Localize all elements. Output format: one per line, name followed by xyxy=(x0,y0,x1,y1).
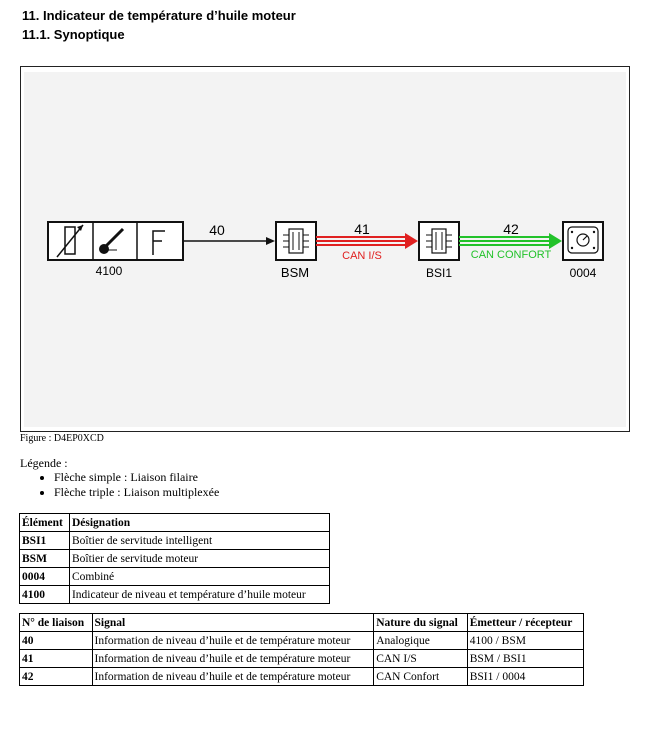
legend-item: Flèche simple : Liaison filaire xyxy=(54,470,219,485)
node-label-bsi1: BSI1 xyxy=(426,266,452,280)
element-designation: Combiné xyxy=(68,567,331,586)
element-code: BSI1 xyxy=(19,531,70,550)
link-signal: Information de niveau d’huile et de temp… xyxy=(91,631,375,650)
column-header: N° de liaison xyxy=(19,613,93,632)
link-number-42: 42 xyxy=(503,221,519,237)
legend-title: Légende : xyxy=(20,456,68,470)
legend-list: Flèche simple : Liaison filaire Flèche t… xyxy=(40,470,219,500)
node-label-4100: 4100 xyxy=(96,264,123,278)
link-signal-41: CAN I/S xyxy=(342,250,382,262)
synoptic-diagram: 4100 40 BSM 41 CAN I/S xyxy=(47,221,604,280)
table-row: 41 Information de niveau d’huile et de t… xyxy=(19,649,585,668)
link-nature: CAN I/S xyxy=(373,649,468,668)
figure-caption: Figure : D4EP0XCD xyxy=(20,433,104,444)
element-designation: Boîtier de servitude intelligent xyxy=(68,531,331,550)
node-bsi1: BSI1 xyxy=(418,221,460,280)
rheostat-icon xyxy=(56,224,84,258)
column-header: Signal xyxy=(91,613,375,632)
links-table: N° de liaison Signal Nature du signal Ém… xyxy=(19,613,585,686)
link-number: 40 xyxy=(19,631,93,650)
column-header: Désignation xyxy=(68,513,331,532)
table-row: 42 Information de niveau d’huile et de t… xyxy=(19,667,585,686)
column-header: Élément xyxy=(19,513,70,532)
link-nature: Analogique xyxy=(373,631,468,650)
link-signal: Information de niveau d’huile et de temp… xyxy=(91,649,375,668)
table-row: BSI1 Boîtier de servitude intelligent xyxy=(19,531,331,550)
table-row: 40 Information de niveau d’huile et de t… xyxy=(19,631,585,650)
link-signal-42: CAN CONFORT xyxy=(471,249,552,261)
link-42: 42 CAN CONFORT xyxy=(459,221,562,261)
subsection-title: 11.1. Synoptique xyxy=(22,27,125,42)
column-header: Émetteur / récepteur xyxy=(466,613,585,632)
link-endpoints: BSI1 / 0004 xyxy=(466,667,585,686)
link-40: 40 xyxy=(183,222,275,245)
element-code: 0004 xyxy=(19,567,70,586)
node-bsm: BSM xyxy=(275,221,317,280)
link-signal: Information de niveau d’huile et de temp… xyxy=(91,667,375,686)
link-endpoints: BSM / BSI1 xyxy=(466,649,585,668)
link-endpoints: 4100 / BSM xyxy=(466,631,585,650)
link-nature: CAN Confort xyxy=(373,667,468,686)
synoptic-figure: 4100 40 BSM 41 CAN I/S xyxy=(20,66,630,432)
element-code: BSM xyxy=(19,549,70,568)
element-designation: Boîtier de servitude moteur xyxy=(68,549,331,568)
table-header-row: Élément Désignation xyxy=(19,513,331,532)
link-number: 42 xyxy=(19,667,93,686)
link-41: 41 CAN I/S xyxy=(316,221,418,262)
elements-table: Élément Désignation BSI1 Boîtier de serv… xyxy=(19,513,331,604)
link-number: 41 xyxy=(19,649,93,668)
gauge-icon xyxy=(576,233,590,247)
legend-item: Flèche triple : Liaison multiplexée xyxy=(54,485,219,500)
table-header-row: N° de liaison Signal Nature du signal Ém… xyxy=(19,613,585,632)
node-label-0004: 0004 xyxy=(570,266,597,280)
section-title: 11. Indicateur de température d’huile mo… xyxy=(22,8,296,23)
link-number-41: 41 xyxy=(354,221,370,237)
table-row: BSM Boîtier de servitude moteur xyxy=(19,549,331,568)
table-row: 4100 Indicateur de niveau et température… xyxy=(19,585,331,604)
node-0004: 0004 xyxy=(562,221,604,280)
node-label-bsm: BSM xyxy=(281,265,309,280)
node-4100: 4100 xyxy=(47,221,184,278)
column-header: Nature du signal xyxy=(373,613,468,632)
element-designation: Indicateur de niveau et température d’hu… xyxy=(68,585,331,604)
table-row: 0004 Combiné xyxy=(19,567,331,586)
oil-level-icon xyxy=(152,230,165,255)
thermometer-icon xyxy=(99,227,125,254)
link-number-40: 40 xyxy=(209,222,225,238)
element-code: 4100 xyxy=(19,585,70,604)
